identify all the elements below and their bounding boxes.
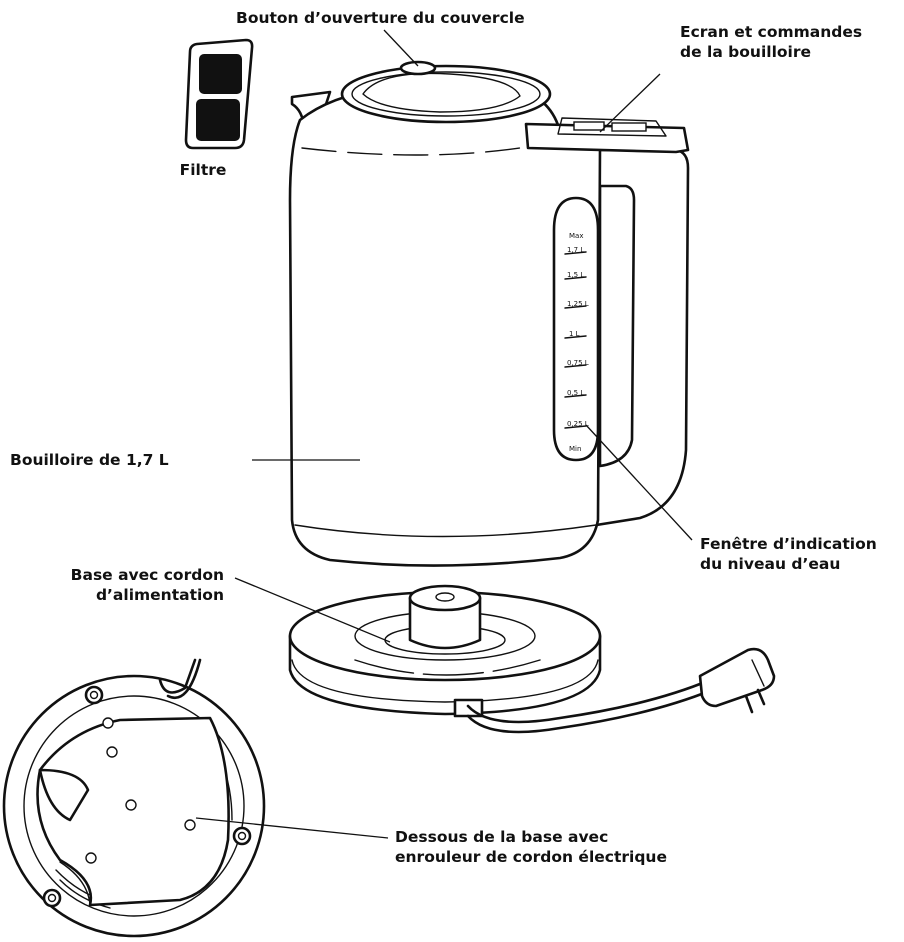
base-drawing	[288, 584, 776, 734]
scale-mark: 1,5 L	[567, 271, 584, 279]
scale-mark: 0,75 L	[567, 359, 589, 367]
scale-mark: 0,25 L	[567, 420, 589, 428]
label-base-line1: Base avec cordon	[70, 566, 224, 584]
underside-drawing	[2, 658, 266, 938]
label-base: Base avec cordon d’alimentation	[14, 565, 224, 605]
leader-base	[234, 577, 391, 643]
kettle-drawing	[288, 60, 690, 567]
water-level-scale: Max 1,7 L 1,5 L 1,25 L 1 L 0,75 L 0,5 L …	[564, 232, 589, 453]
scale-marks: 1,7 L 1,5 L 1,25 L 1 L 0,75 L 0,5 L 0,25…	[567, 246, 589, 428]
label-base-line2: d’alimentation	[95, 586, 224, 604]
label-underside-line1: Dessous de la base avec	[395, 828, 609, 846]
scale-mark: 1,25 L	[567, 300, 589, 308]
filter-drawing	[184, 38, 254, 150]
label-controls: Ecran et commandes de la bouilloire	[680, 22, 862, 62]
label-water-window-line2: du niveau d’eau	[700, 555, 841, 573]
label-kettle: Bouilloire de 1,7 L	[10, 450, 169, 470]
leader-lid-button	[383, 29, 419, 67]
leader-underside	[195, 817, 389, 839]
scale-mark: 0,5 L	[567, 389, 584, 397]
leader-lines	[195, 29, 693, 839]
scale-max: Max	[569, 232, 583, 240]
label-water-window-line1: Fenêtre d’indication	[700, 535, 877, 553]
scale-mark: 1 L	[569, 330, 580, 338]
label-underside: Dessous de la base avec enrouleur de cor…	[395, 827, 667, 867]
scale-min: Min	[569, 445, 581, 453]
leader-water-window	[585, 424, 693, 541]
label-underside-line2: enrouleur de cordon électrique	[395, 848, 667, 866]
label-controls-line1: Ecran et commandes	[680, 23, 863, 41]
scale-mark: 1,7 L	[567, 246, 584, 254]
label-kettle-text: Bouilloire de 1,7 L	[10, 451, 169, 469]
label-lid-button-text: Bouton d’ouverture du couvercle	[236, 9, 525, 27]
label-water-window: Fenêtre d’indication du niveau d’eau	[700, 534, 877, 574]
label-lid-button: Bouton d’ouverture du couvercle	[236, 8, 525, 28]
label-filter-text: Filtre	[179, 161, 227, 179]
label-controls-line2: de la bouilloire	[680, 43, 812, 61]
leader-controls	[599, 73, 661, 133]
label-filter: Filtre	[166, 160, 240, 180]
